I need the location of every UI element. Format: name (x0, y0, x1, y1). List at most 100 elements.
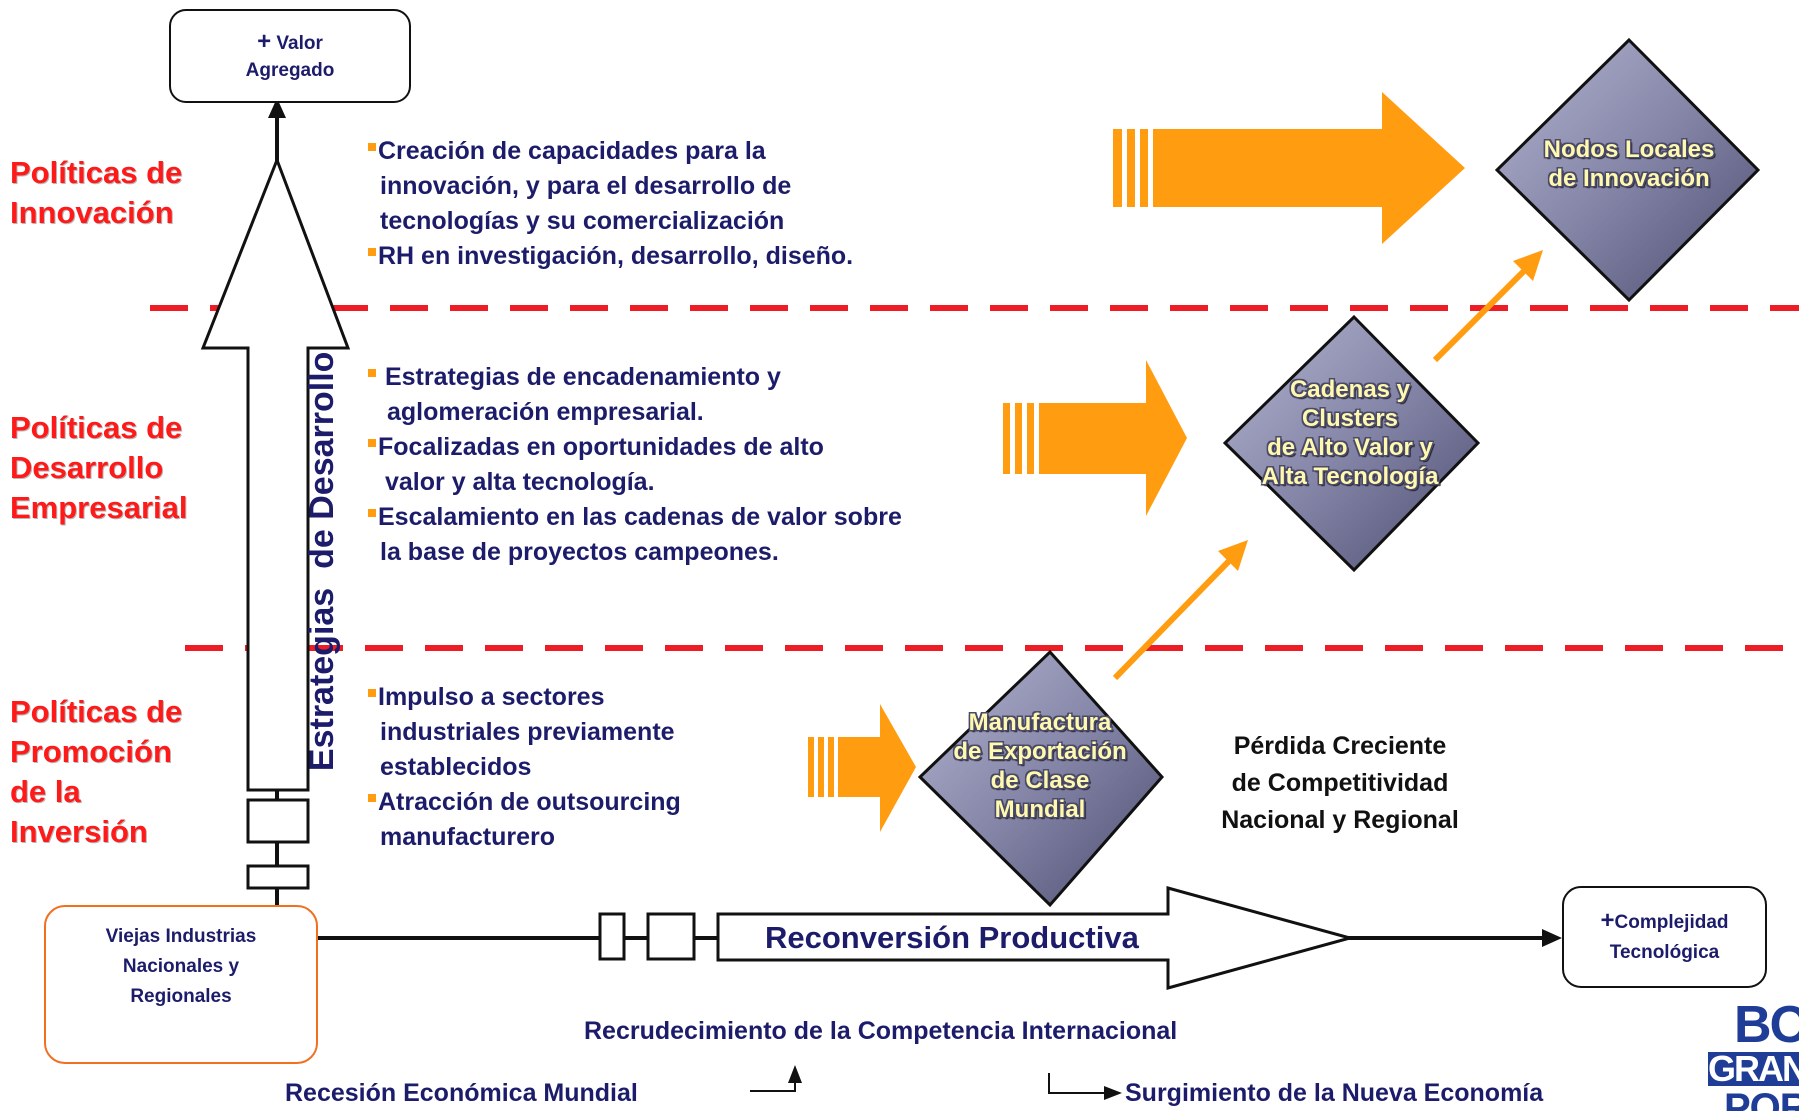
horizontal-arrow-label: Reconversión Productiva (765, 920, 1139, 955)
loss-line-2: de Competitividad (1231, 769, 1449, 797)
diamond-cadenas-line-1: Cadenas y (1289, 376, 1411, 403)
loss-line-1: Pérdida Creciente (1233, 732, 1447, 760)
orange-arrow-business (1003, 360, 1187, 516)
bullet-icon (368, 509, 376, 517)
logo-line-3: POR (1724, 1086, 1799, 1111)
recession-connector (750, 1083, 796, 1092)
vertical-arrow-label: Estrategias de Desarrollo (256, 352, 341, 790)
diamond-cadenas-label: Cadenas y Clusters de Alto Valor y Alta … (1200, 375, 1500, 491)
new-economy-connector (1048, 1073, 1105, 1094)
logo-line-2: GRAN (1708, 1048, 1799, 1089)
policy-investment-line-3: de la (10, 774, 81, 809)
list-item: Impulso a sectores (368, 680, 681, 715)
diamond-nodos-line-2: de Innovación (1548, 165, 1710, 192)
recession-text: Recesión Económica Mundial (285, 1079, 638, 1107)
diamond-cadenas-line-2: Clusters (1301, 405, 1399, 432)
orange-arrow-innovation (1113, 92, 1465, 244)
diamond-cadenas-line-3: de Alto Valor y (1267, 434, 1433, 461)
diamond-cadenas-line-4: Alta Tecnología (1261, 463, 1439, 490)
horizontal-axis-arrowhead (1542, 929, 1562, 947)
plus-sign: + (257, 28, 272, 55)
new-economy-text: Surgimiento de la Nueva Economía (1125, 1079, 1544, 1107)
policy-innovation-line-1: Políticas de (10, 155, 183, 190)
bullet-icon (368, 369, 376, 377)
list-item: innovación, y para el desarrollo de (380, 172, 792, 200)
business-bullet-list: Estrategias de encadenamiento y aglomera… (368, 360, 902, 570)
top-value-box-label: + Valor Agregado (170, 28, 410, 84)
top-value-box-line-1: Valor (276, 33, 323, 54)
plus-sign: + (1600, 907, 1615, 934)
diamond-cadenas-clusters (1222, 314, 1481, 573)
list-item: industriales previamente (380, 718, 675, 746)
diagonal-arrow-cadenas-to-nodos (1432, 267, 1528, 363)
diamond-manufactura-line-4: Mundial (994, 796, 1086, 823)
horizontal-arrow-tail-segment-1 (598, 912, 626, 961)
policy-investment: Políticas de Promoción de la Inversión (10, 692, 182, 852)
origin-box-label: Viejas Industrias Nacionales y Regionale… (45, 922, 317, 1012)
origin-box-line-3: Regionales (130, 986, 232, 1007)
productive-reconversion-arrow (716, 886, 1356, 990)
bullet-icon (368, 143, 376, 151)
bullet-icon (368, 689, 376, 697)
new-economy-connector-arrowhead (1104, 1086, 1122, 1100)
bullet-icon (368, 248, 376, 256)
policy-business-line-2: Desarrollo (10, 450, 164, 485)
origin-box (44, 905, 318, 1064)
diamond-nodos-label: Nodos Locales de Innovación (1479, 135, 1779, 193)
vertical-arrow-label-text: Estrategias de Desarrollo (303, 351, 341, 772)
vertical-arrow-tail-segment-1 (246, 798, 310, 844)
right-complexity-box-label: +Complejidad Tecnológica (1563, 906, 1766, 968)
innovation-bullet-list: Creación de capacidades para la innovaci… (368, 134, 853, 274)
list-item: la base de proyectos campeones. (380, 538, 779, 566)
development-strategies-arrow (200, 155, 351, 792)
top-value-box (169, 9, 411, 103)
policy-investment-line-1: Políticas de (10, 694, 183, 729)
list-item: tecnologías y su comercialización (380, 207, 785, 235)
logo-graphic (1708, 1005, 1799, 1111)
diagonal-arrowhead-2 (1513, 250, 1543, 281)
policy-business-line-1: Políticas de (10, 410, 183, 445)
list-item: Focalizadas en oportunidades de alto (368, 430, 902, 465)
policy-investment-line-2: Promoción (10, 734, 172, 769)
policy-business: Políticas de Desarrollo Empresarial (10, 408, 188, 528)
vertical-arrow-tail-segment-2 (246, 864, 310, 890)
list-item: Escalamiento en las cadenas de valor sob… (368, 500, 902, 535)
list-item: aglomeración empresarial. (380, 398, 704, 426)
logo-line-1: BO (1734, 996, 1799, 1054)
diamond-manufactura (917, 649, 1165, 908)
loss-competitiveness-text: Pérdida Creciente de Competitividad Naci… (1190, 728, 1490, 839)
diamond-manufactura-label: Manufactura de Exportación de Clase Mund… (900, 708, 1180, 824)
bullet-icon (368, 439, 376, 447)
list-item: Creación de capacidades para la (368, 134, 853, 169)
diamond-manufactura-line-3: de Clase (990, 767, 1090, 794)
diagonal-arrow-manufactura-to-cadenas (1112, 557, 1233, 681)
logo-text: BO GRAN POR (1708, 996, 1799, 1111)
policy-investment-line-4: Inversión (10, 814, 148, 849)
list-item: manufacturero (380, 823, 556, 851)
right-complexity-box-line-1: Complejidad (1614, 912, 1729, 933)
policy-business-line-3: Empresarial (10, 490, 188, 525)
policy-innovation-line-2: Innovación (10, 195, 174, 230)
diamond-manufactura-line-1: Manufactura (968, 709, 1112, 736)
right-complexity-box (1562, 886, 1767, 988)
right-complexity-box-line-2: Tecnológica (1609, 942, 1720, 963)
list-item: Atracción de outsourcing (368, 785, 681, 820)
competition-text: Recrudecimiento de la Competencia Intern… (584, 1017, 1178, 1045)
orange-arrow-investment (808, 704, 916, 832)
list-item: Estrategias de encadenamiento y (368, 360, 902, 395)
diamond-nodos-line-1: Nodos Locales (1543, 136, 1715, 163)
origin-box-line-2: Nacionales y (122, 956, 240, 977)
investment-bullet-list: Impulso a sectores industriales previame… (368, 680, 681, 855)
top-value-box-line-2: Agregado (245, 60, 335, 81)
policy-innovation: Políticas de Innovación (10, 153, 182, 233)
diamond-nodos-locales (1494, 37, 1761, 303)
bullet-icon (368, 794, 376, 802)
origin-box-line-1: Viejas Industrias (105, 926, 257, 947)
diamond-manufactura-line-2: de Exportación (953, 738, 1127, 765)
list-item: establecidos (380, 753, 532, 781)
recession-connector-arrowhead (788, 1065, 802, 1083)
loss-line-3: Nacional y Regional (1221, 806, 1459, 834)
diagonal-arrowhead-1 (1218, 540, 1248, 571)
horizontal-arrow-tail-segment-2 (646, 912, 696, 961)
